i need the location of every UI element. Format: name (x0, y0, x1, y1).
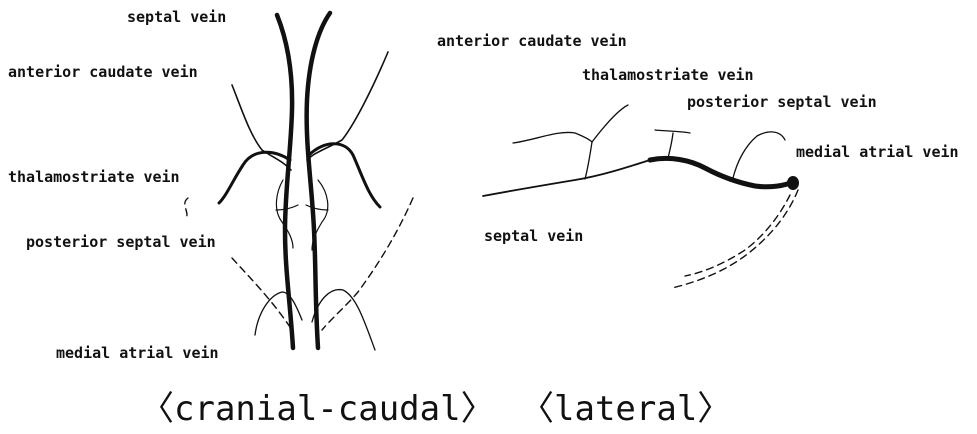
cc-dashed-outline-left-lower (232, 258, 292, 330)
lat-anterior-caudate-vein-branch-1 (513, 132, 592, 143)
cc-medial-atrial-vein-left (255, 292, 302, 335)
cc-thalamostriate-vein-right (309, 144, 380, 207)
lat-label-septal-vein: septal vein (484, 227, 583, 245)
lat-label-anterior-caudate-vein: anterior caudate vein (437, 32, 627, 50)
cc-label-anterior-caudate-vein: anterior caudate vein (8, 63, 198, 81)
lat-label-thalamostriate-vein: thalamostriate vein (582, 66, 754, 84)
lat-anterior-caudate-vein-branch-2 (592, 105, 628, 142)
cc-anterior-caudate-vein-right (307, 52, 388, 160)
cc-dashed-outline-left (185, 198, 188, 218)
cranial-caudal-view: septal vein anterior caudate vein thalam… (8, 8, 495, 429)
lat-thalamostriate-vein-stem (668, 133, 673, 158)
cc-label-thalamostriate-vein: thalamostriate vein (8, 168, 180, 186)
lat-thalamostriate-vein-top (655, 130, 690, 133)
lat-dashed-outline-2 (685, 195, 790, 276)
lat-posterior-septal-vein (733, 132, 785, 178)
cc-label-medial-atrial-vein: medial atrial vein (56, 344, 219, 362)
cc-posterior-septal-vein-right-inner (306, 205, 328, 210)
cc-view-title: 〈cranial-caudal〉 (140, 389, 495, 429)
lat-label-posterior-septal-vein: posterior septal vein (687, 93, 877, 111)
cc-label-posterior-septal-vein: posterior septal vein (26, 233, 216, 251)
lat-dashed-outline-1 (672, 190, 798, 288)
cc-medial-atrial-vein-right (312, 290, 375, 350)
lat-septal-vein-trunk-thin (483, 160, 650, 196)
lat-anterior-caudate-vein-stem (585, 142, 592, 179)
lat-septal-vein-end (787, 176, 799, 190)
lat-view-title: 〈lateral〉 (520, 389, 731, 429)
cc-label-septal-vein: septal vein (127, 8, 226, 26)
lat-septal-vein-trunk-thick (650, 158, 795, 186)
lateral-view: anterior caudate vein thalamostriate vei… (437, 32, 959, 429)
lat-label-medial-atrial-vein: medial atrial vein (796, 143, 959, 161)
cc-dashed-outline-right (322, 198, 413, 330)
